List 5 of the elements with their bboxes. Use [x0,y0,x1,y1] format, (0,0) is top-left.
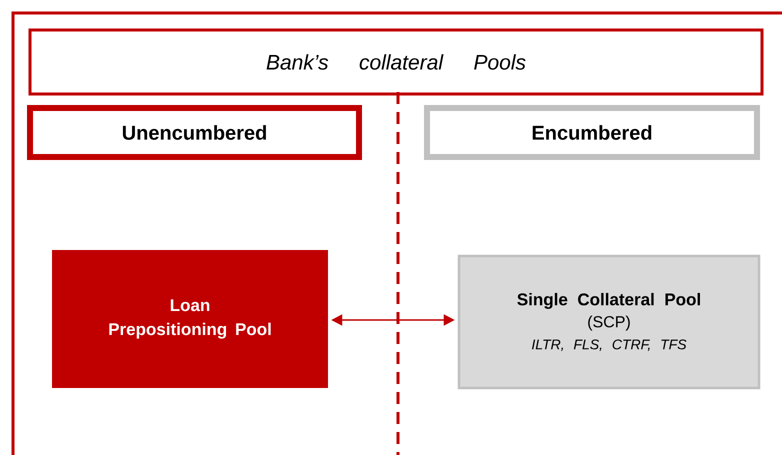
pool-box: Loan Prepositioning Pool [52,250,328,388]
pool-box: Single Collateral Pool (SCP) ILTR, FLS, CTRF, TFS [458,254,760,390]
category-box: Encumbered [424,105,760,160]
category-box: Unencumbered [27,105,362,160]
heading-box: Bank’s collateral Pools [28,28,764,96]
